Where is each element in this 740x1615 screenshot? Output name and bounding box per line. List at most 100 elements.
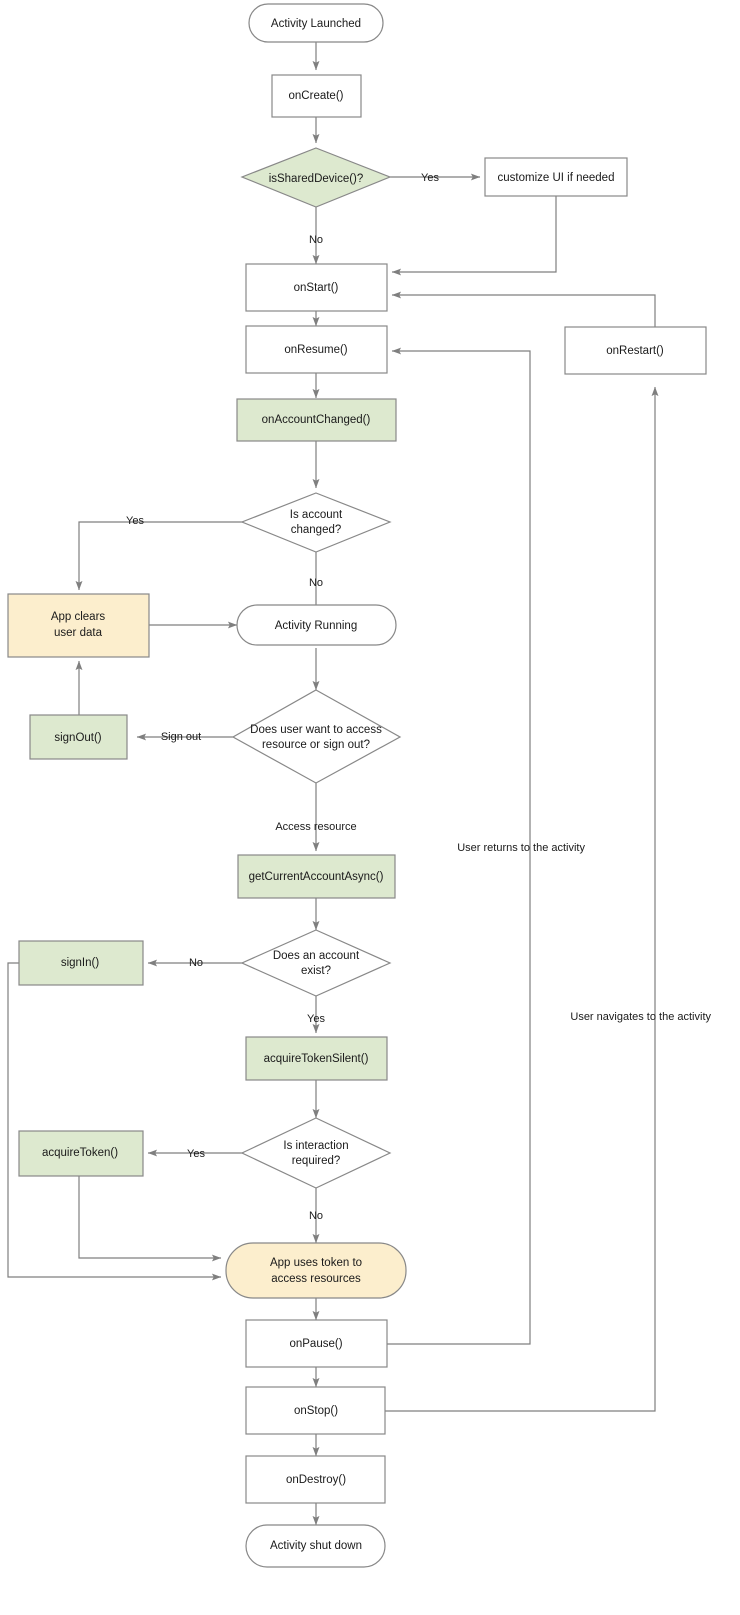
node-on-create[interactable]: onCreate() <box>271 74 362 118</box>
on-start-label: onStart() <box>294 282 339 294</box>
is-shared-device-shape <box>240 147 392 208</box>
edge-onpause-to-onresume <box>387 347 531 1345</box>
on-account-changed-shape <box>236 398 397 442</box>
node-get-current-account[interactable]: getCurrentAccountAsync() <box>237 854 396 899</box>
edge-onstop-to-onrestart <box>385 386 659 1412</box>
edge-customizeui-to-onstart <box>391 196 557 276</box>
node-app-uses-token[interactable]: App uses token to access resources <box>225 1242 407 1299</box>
node-activity-running[interactable]: Activity Running <box>236 604 397 646</box>
edge-label-account-exist-no: No <box>189 957 203 969</box>
on-create-label: onCreate() <box>289 90 344 102</box>
node-acquire-token[interactable]: acquireToken() <box>18 1130 144 1177</box>
access-or-signout-shape <box>231 689 402 784</box>
on-stop-shape <box>245 1386 386 1435</box>
edge-label-user-returns: User returns to the activity <box>457 842 585 854</box>
node-is-interaction-required[interactable]: Is interaction required? <box>240 1117 392 1189</box>
activity-launched-shape <box>248 3 384 43</box>
edge-label-shared-device-yes: Yes <box>421 172 439 184</box>
activity-running-shape <box>236 604 397 646</box>
node-sign-out[interactable]: signOut() <box>29 714 128 760</box>
app-uses-token-label-line1: App uses token to <box>270 1257 362 1269</box>
acquire-token-shape <box>18 1130 144 1177</box>
node-is-shared-device[interactable]: isSharedDevice()? <box>240 147 392 208</box>
node-app-clears-user-data[interactable]: App clears user data <box>7 593 150 658</box>
edge-labels: Yes No Yes No Sign out Access resource N… <box>126 172 711 1222</box>
edge-label-interaction-no: No <box>309 1210 323 1222</box>
is-interaction-required-label-line1: Is interaction <box>283 1140 348 1152</box>
activity-shut-down-label: Activity shut down <box>270 1540 362 1552</box>
get-current-account-shape <box>237 854 396 899</box>
sign-out-label: signOut() <box>54 732 101 744</box>
node-on-pause[interactable]: onPause() <box>245 1319 388 1368</box>
sign-out-shape <box>29 714 128 760</box>
node-activity-launched[interactable]: Activity Launched <box>248 3 384 43</box>
on-destroy-shape <box>245 1455 386 1504</box>
activity-launched-label: Activity Launched <box>271 18 361 30</box>
edge-label-access-resource: Access resource <box>275 821 356 833</box>
edges <box>7 42 659 1526</box>
node-sign-in[interactable]: signIn() <box>18 940 144 986</box>
is-interaction-required-shape <box>240 1117 392 1189</box>
sign-in-shape <box>18 940 144 986</box>
on-account-changed-label: onAccountChanged() <box>262 414 371 426</box>
edge-acquiretoken-to-appusestoken <box>78 1176 222 1262</box>
node-access-or-signout[interactable]: Does user want to access resource or sig… <box>231 689 402 784</box>
app-clears-user-data-label-line2: user data <box>54 627 103 639</box>
access-or-signout-label-line1: Does user want to access <box>250 724 382 736</box>
on-destroy-label: onDestroy() <box>286 1474 346 1486</box>
does-account-exist-shape <box>240 929 392 997</box>
edge-label-shared-device-no: No <box>309 234 323 246</box>
sign-in-label: signIn() <box>61 957 100 969</box>
node-on-start[interactable]: onStart() <box>245 263 388 312</box>
acquire-token-silent-label: acquireTokenSilent() <box>264 1053 369 1065</box>
activity-shut-down-shape <box>245 1524 386 1568</box>
node-does-account-exist[interactable]: Does an account exist? <box>240 929 392 997</box>
node-acquire-token-silent[interactable]: acquireTokenSilent() <box>245 1036 388 1081</box>
on-pause-label: onPause() <box>289 1338 342 1350</box>
is-account-changed-label-line2: changed? <box>291 524 342 536</box>
is-interaction-required-label-line2: required? <box>292 1155 341 1167</box>
node-is-account-changed[interactable]: Is account changed? <box>240 492 392 553</box>
is-account-changed-label-line1: Is account <box>290 509 343 521</box>
acquire-token-label: acquireToken() <box>42 1147 118 1159</box>
node-activity-shut-down[interactable]: Activity shut down <box>245 1524 386 1568</box>
activity-running-label: Activity Running <box>275 620 357 632</box>
customize-ui-label: customize UI if needed <box>498 172 615 184</box>
node-on-restart[interactable]: onRestart() <box>564 326 707 375</box>
on-pause-shape <box>245 1319 388 1368</box>
edge-label-account-changed-yes: Yes <box>126 515 144 527</box>
access-or-signout-label-line2: resource or sign out? <box>262 739 370 751</box>
node-on-stop[interactable]: onStop() <box>245 1386 386 1435</box>
does-account-exist-label-line2: exist? <box>301 965 331 977</box>
app-clears-user-data-label-line1: App clears <box>51 611 106 623</box>
on-create-shape <box>271 74 362 118</box>
edge-label-interaction-yes: Yes <box>187 1148 205 1160</box>
edge-onrestart-to-onstart <box>391 291 656 339</box>
on-restart-label: onRestart() <box>606 345 664 357</box>
customize-ui-shape <box>484 157 628 197</box>
edge-label-user-navigates: User navigates to the activity <box>570 1011 711 1023</box>
edge-isaccountchanged-yes-to-appclears <box>75 521 262 591</box>
node-on-account-changed[interactable]: onAccountChanged() <box>236 398 397 442</box>
edge-signin-to-appusestoken <box>7 962 222 1281</box>
get-current-account-label: getCurrentAccountAsync() <box>249 871 384 883</box>
edge-label-sign-out: Sign out <box>161 731 201 743</box>
on-restart-shape <box>564 326 707 375</box>
acquire-token-silent-shape <box>245 1036 388 1081</box>
is-shared-device-label: isSharedDevice()? <box>269 173 364 185</box>
on-stop-label: onStop() <box>294 1405 338 1417</box>
app-uses-token-shape <box>225 1242 407 1299</box>
edge-label-account-exist-yes: Yes <box>307 1013 325 1025</box>
does-account-exist-label-line1: Does an account <box>273 950 360 962</box>
on-resume-label: onResume() <box>284 344 347 356</box>
node-on-resume[interactable]: onResume() <box>245 325 388 374</box>
is-account-changed-shape <box>240 492 392 553</box>
app-clears-user-data-shape <box>7 593 150 658</box>
app-uses-token-label-line2: access resources <box>271 1273 361 1285</box>
edge-label-account-changed-no: No <box>309 577 323 589</box>
on-start-shape <box>245 263 388 312</box>
node-customize-ui[interactable]: customize UI if needed <box>484 157 628 197</box>
node-on-destroy[interactable]: onDestroy() <box>245 1455 386 1504</box>
